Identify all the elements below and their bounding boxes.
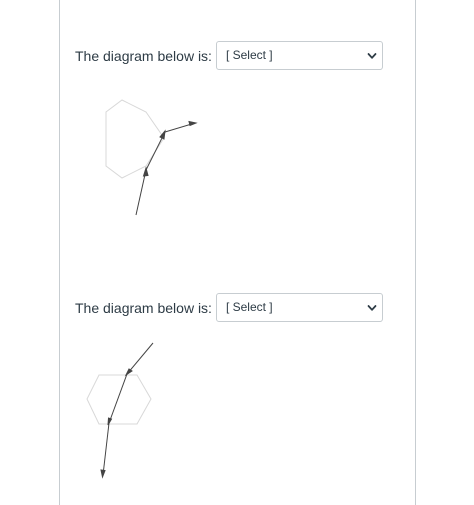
question-panel [59, 0, 416, 505]
chevron-down-icon [367, 305, 377, 311]
question-1-select-value: [ Select ] [225, 48, 273, 62]
question-2-diagram [86, 342, 154, 479]
question-1-select[interactable]: [ Select ] [215, 41, 383, 70]
question-1-prompt: The diagram below is: [75, 47, 212, 64]
question-2-prompt: The diagram below is: [75, 299, 212, 316]
hexagon-shape [86, 374, 152, 425]
question-2-select-value: [ Select ] [225, 300, 273, 314]
hexagon-shape [105, 99, 165, 179]
refracted-ray [135, 120, 198, 216]
chevron-down-icon [367, 53, 377, 59]
question-2: The diagram below is: [ Select ] [75, 293, 383, 322]
question-1: The diagram below is: [ Select ] [75, 41, 383, 70]
question-2-select[interactable]: [ Select ] [215, 293, 383, 322]
question-1-diagram [105, 99, 198, 216]
refracted-ray [100, 342, 154, 479]
